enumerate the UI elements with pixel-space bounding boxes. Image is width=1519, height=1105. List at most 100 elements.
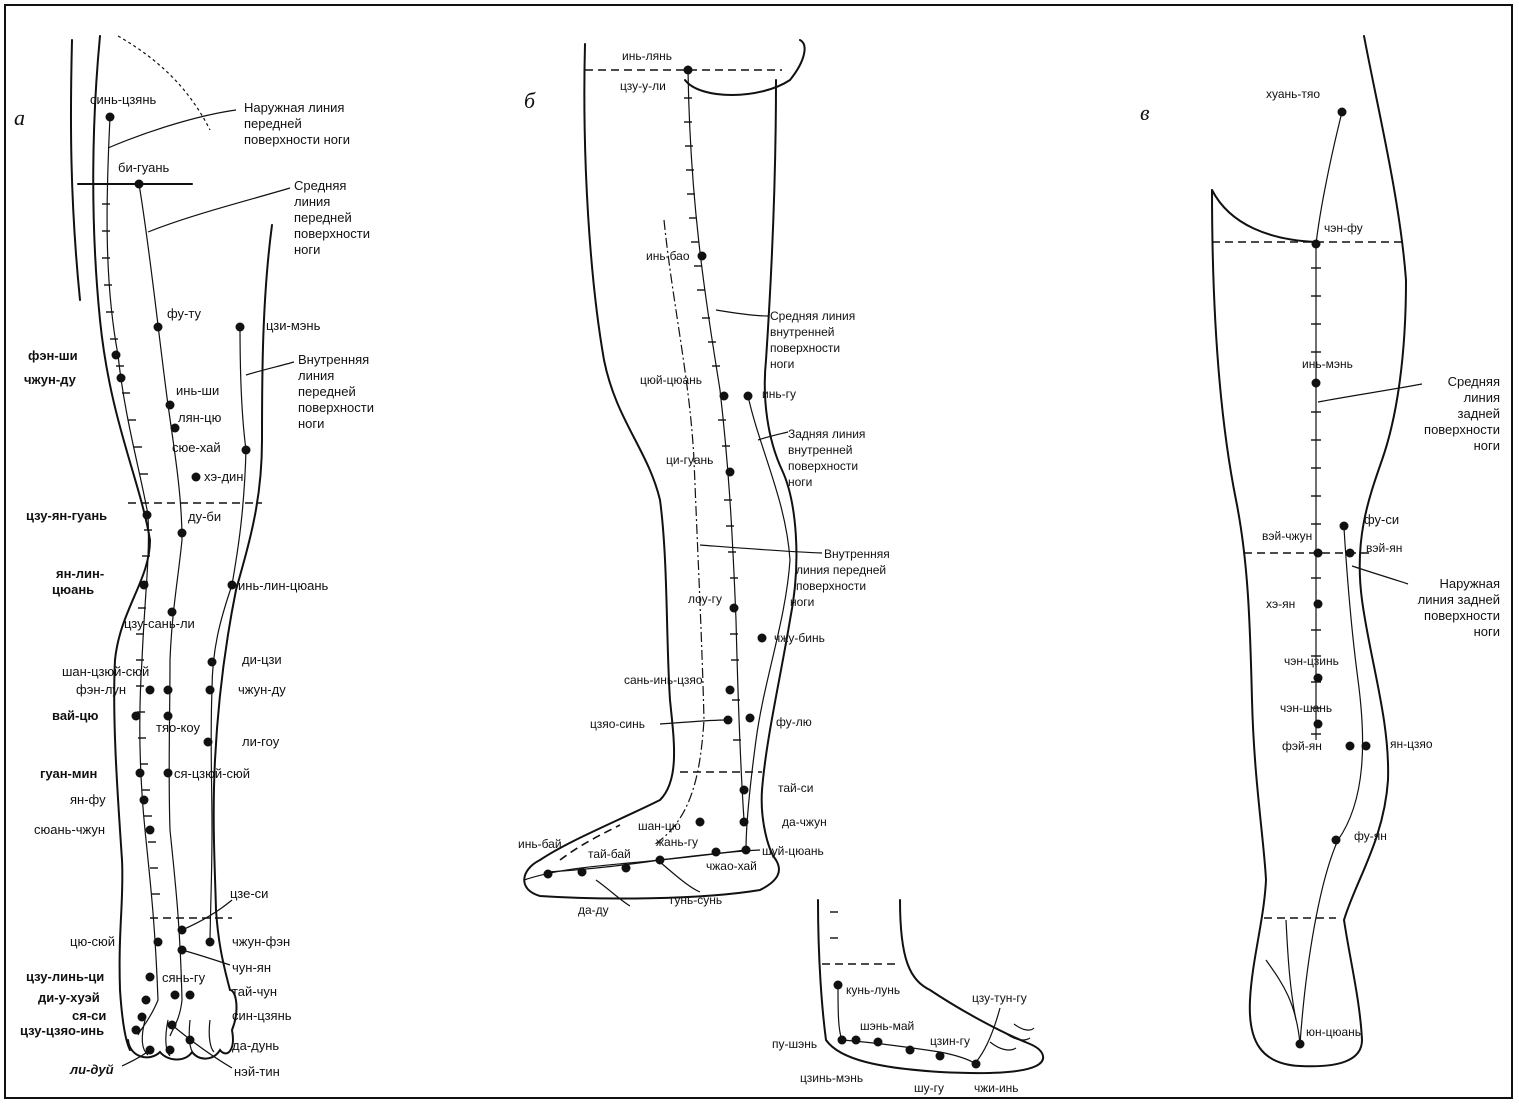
label-shen-mai: шэнь-май <box>860 1019 914 1033</box>
panel-a-leader-middle <box>148 188 290 232</box>
label-czyu-syui: цю-сюй <box>70 934 115 949</box>
panel-a-outline-thigh <box>71 40 80 300</box>
label-yan-fu: ян-фу <box>70 792 106 807</box>
label-he-din: хэ-дин <box>204 469 244 484</box>
label-huan-tyao: хуань-тяо <box>1266 87 1320 101</box>
panel-a-front-leg: а <box>14 36 374 1079</box>
label-kun-lun: кунь-лунь <box>846 983 900 997</box>
label-tai-si: тай-си <box>778 781 813 795</box>
label-li-dui: ли-дуй <box>69 1062 114 1077</box>
label-he-yan: хэ-ян <box>1266 597 1295 611</box>
label-in-bai: инь-бай <box>518 837 562 851</box>
label-czu-yan-guan: цзу-ян-гуань <box>26 508 107 523</box>
panel-b-leader-middle <box>716 310 768 316</box>
panel-a-leader-inner <box>246 362 294 375</box>
panel-b-points <box>544 66 767 879</box>
label-czin-men: цзинь-мэнь <box>800 1071 863 1085</box>
label-fen-shi: фэн-ши <box>28 348 78 363</box>
label-shan-czyu: шан-цю <box>638 819 681 833</box>
label-sya-czyui-syui: ся-цзюй-сюй <box>174 766 250 781</box>
label-chzhu-bin: чжу-бинь <box>774 631 825 645</box>
panel-b-inner-front-line <box>654 220 704 845</box>
panel-a-labels: синь-цзянь би-гуань фу-ту цзи-мэнь фэн-ш… <box>20 92 329 1079</box>
label-vei-yan: вэй-ян <box>1366 541 1402 555</box>
label-in-bao: инь-бао <box>646 249 690 263</box>
panel-b-leader-back <box>758 432 788 440</box>
label-czi-men: цзи-мэнь <box>266 318 321 333</box>
label-in-lyan: инь-лянь <box>622 49 672 63</box>
label-cze-si: цзе-си <box>230 886 268 901</box>
label-pu-shen: пу-шэнь <box>772 1037 817 1051</box>
label-vei-chzhun: вэй-чжун <box>1262 529 1312 543</box>
label-czyao-sin: цзяо-синь <box>590 717 645 731</box>
label-yan-czyao: ян-цзяо <box>1390 737 1433 751</box>
panel-b-hip-curve <box>685 40 805 95</box>
label-da-dun: да-дунь <box>232 1038 279 1053</box>
label-yun-czyuan: юн-цюань <box>1306 1025 1361 1039</box>
panel-a-outline-left <box>93 36 150 1050</box>
label-chen-shan: чэн-шань <box>1280 701 1332 715</box>
label-chzhun-du-top: чжун-ду <box>24 372 77 387</box>
label-sya-si: ся-си <box>72 1008 106 1023</box>
label-czu-lin-ci: цзу-линь-ци <box>26 969 104 984</box>
label-gun-sun: гунь-сунь <box>670 893 722 907</box>
label-czu-tun-gu: цзу-тун-гу <box>972 991 1027 1005</box>
label-sin-czyan: синь-цзянь <box>90 92 157 107</box>
panel-a-leader-outer <box>108 110 236 148</box>
label-chen-fu: чэн-фу <box>1324 221 1363 235</box>
label-syan-gu: сянь-гу <box>162 970 206 985</box>
label-czyui-czyuan: цюй-цюань <box>640 373 702 387</box>
caption-v-outer-back: Наружнаялиния заднейповерхностиноги <box>1418 576 1500 639</box>
label-zhan-gu: жань-гу <box>656 835 698 849</box>
panel-b-labels: инь-лянь цзу-у-ли инь-бао цюй-цюань инь-… <box>518 49 827 917</box>
label-sin-czyan-low: син-цзянь <box>232 1008 292 1023</box>
panel-a-outer-line <box>107 117 158 1035</box>
label-in-men: инь-мэнь <box>1302 357 1353 371</box>
panel-a-leader-czesi <box>182 900 232 930</box>
panel-b-inner-leg: б <box>518 40 890 917</box>
label-czin-gu: цзин-гу <box>930 1034 970 1048</box>
label-tai-bai: тай-бай <box>588 847 631 861</box>
label-tyao-kou: тяо-коу <box>156 720 200 735</box>
label-fu-si: фу-си <box>1364 512 1399 527</box>
panel-v-back-leg: в <box>1140 36 1500 1066</box>
panel-v-gluteal-curve <box>1212 190 1316 242</box>
label-di-u-huei: ди-у-хуэй <box>38 990 100 1005</box>
label-czu-san-li: цзу-сань-ли <box>124 616 195 631</box>
label-da-du: да-ду <box>578 903 609 917</box>
label-chen-czin: чэн-цзинь <box>1284 654 1339 668</box>
label-in-gu: инь-гу <box>762 387 796 401</box>
panel-v-outline-right <box>1344 36 1406 920</box>
label-fu-tu: фу-ту <box>167 306 201 321</box>
label-in-shi: инь-ши <box>176 383 219 398</box>
label-du-bi: ду-би <box>188 509 221 524</box>
label-chzhao-hai: чжао-хай <box>706 859 757 873</box>
panel-b-middle-line <box>688 70 744 820</box>
panel-v-achilles <box>1286 920 1296 1020</box>
label-chzhun-du-low: чжун-ду <box>238 682 286 697</box>
panel-v-heel-line <box>1266 960 1300 1044</box>
label-fu-yan: фу-ян <box>1354 829 1387 843</box>
panel-v-outer-line <box>1300 528 1363 1044</box>
label-syue-hai: сюе-хай <box>172 440 221 455</box>
foot-leader-czutungu <box>976 1008 1000 1062</box>
label-fen-lun: фэн-лун <box>76 682 126 697</box>
label-da-chzhun: да-чжун <box>782 815 827 829</box>
label-fei-yan: фэй-ян <box>1282 739 1322 753</box>
panel-a-outline-right <box>214 225 272 990</box>
panel-b-leader-inner-front <box>700 545 822 553</box>
panel-v-letter: в <box>1140 100 1150 125</box>
label-ci-guan: ци-гуань <box>666 453 713 467</box>
label-shui-czyuan: шуй-цюань <box>762 844 824 858</box>
label-chzhun-fen: чжун-фэн <box>232 934 290 949</box>
label-czu-u-li: цзу-у-ли <box>620 79 666 93</box>
panel-a-letter: а <box>14 105 25 130</box>
caption-b-inner-front: Внутренняялиния переднейповерхностиноги <box>790 547 890 609</box>
